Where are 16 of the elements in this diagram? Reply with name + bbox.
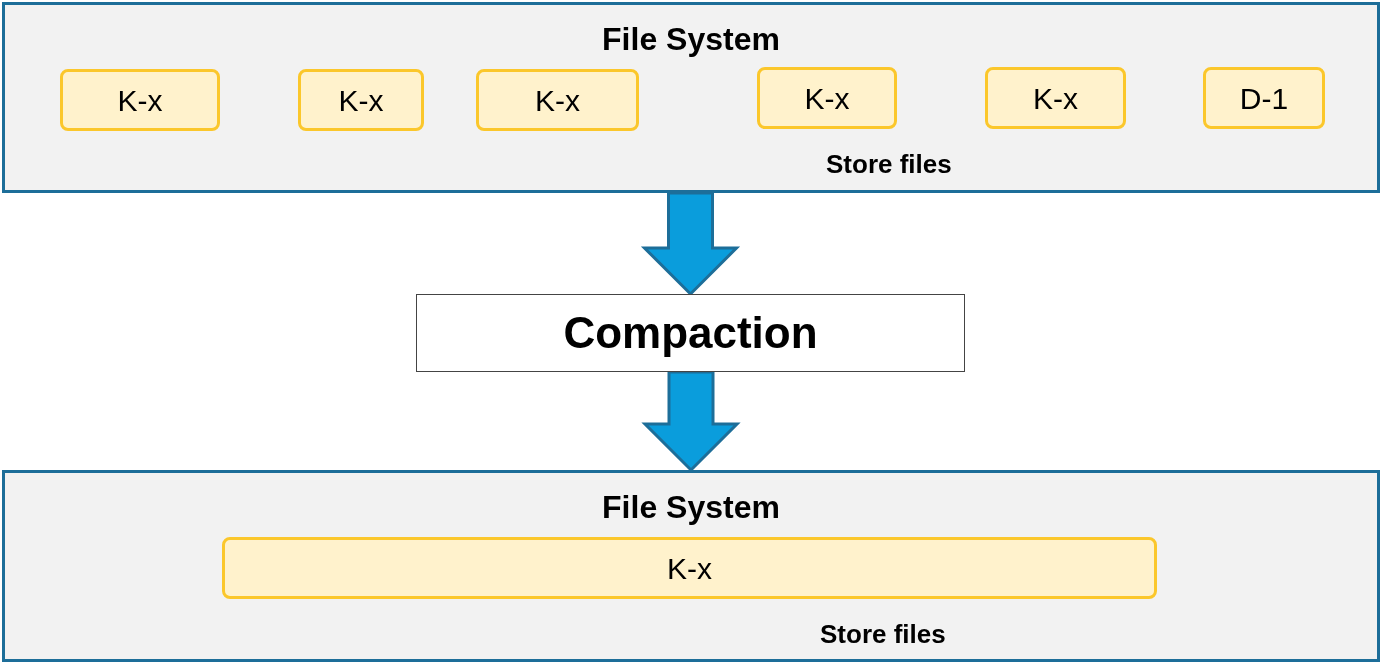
file-box: K-x xyxy=(476,69,639,131)
panel-heading: File System xyxy=(601,488,781,527)
panel-note: Store files xyxy=(826,148,952,181)
panel-heading: File System xyxy=(601,20,781,59)
file-box: K-x xyxy=(60,69,220,131)
file-box: K-x xyxy=(298,69,424,131)
file-box: K-x xyxy=(222,537,1157,599)
file-box: K-x xyxy=(985,67,1126,129)
block-arrow xyxy=(641,370,741,473)
file-system-panel xyxy=(2,2,1380,193)
file-box: K-x xyxy=(757,67,897,129)
process-box: Compaction xyxy=(416,294,965,372)
block-arrow xyxy=(640,191,741,297)
panel-note: Store files xyxy=(820,618,946,651)
file-system-panel xyxy=(2,470,1380,662)
file-box: D-1 xyxy=(1203,67,1325,129)
